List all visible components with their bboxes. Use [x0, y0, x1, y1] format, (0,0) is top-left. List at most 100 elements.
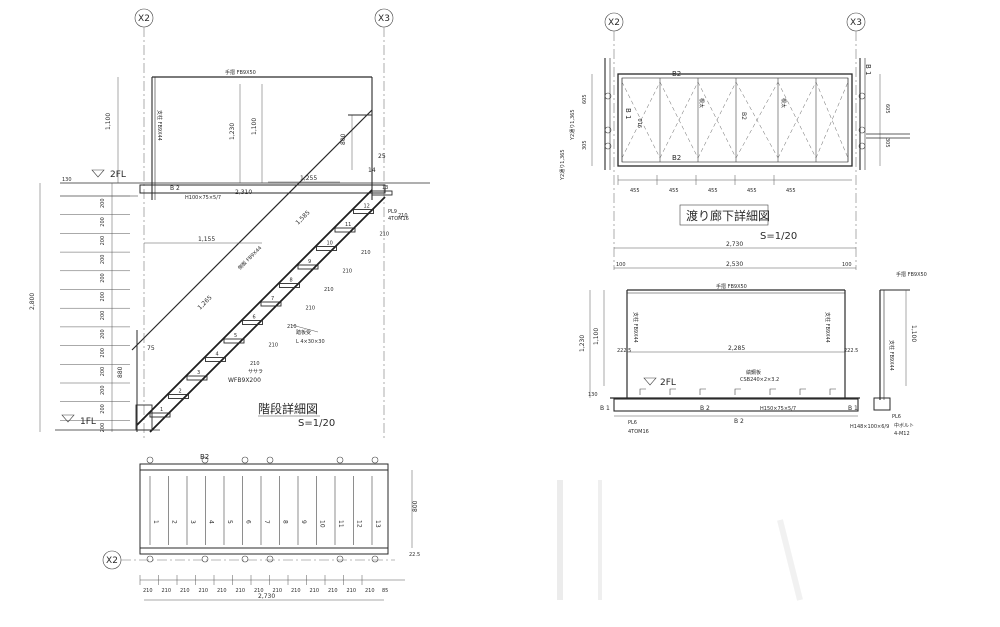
svg-text:2,800: 2,800: [29, 293, 36, 310]
svg-text:100: 100: [842, 262, 852, 268]
level-1fl-stair: 1FL: [61, 414, 96, 427]
svg-text:222.5: 222.5: [617, 348, 631, 354]
svg-text:X2: X2: [106, 556, 118, 566]
stair-plan-tread-dim: 210: [162, 588, 172, 594]
svg-text:4TOM16: 4TOM16: [628, 429, 649, 435]
svg-text:4-M12: 4-M12: [894, 431, 910, 437]
stair-plan-tread-dim: 210: [310, 588, 320, 594]
riser-dimension-text: 200: [100, 198, 106, 208]
stair-plate-label: PL9: [388, 209, 397, 215]
stair-tread-dim: 210: [287, 324, 297, 330]
stair-scale: S=1/20: [298, 418, 335, 429]
corridor-bay-dim: 455: [786, 188, 796, 194]
svg-text:75: 75: [147, 345, 155, 352]
stair-tread: [353, 209, 374, 214]
svg-text:B 1: B 1: [864, 64, 872, 75]
stair-tread: [205, 357, 226, 362]
stair-plan-clip: [371, 456, 379, 464]
grid-bubble-x2-plan: X2: [102, 550, 122, 570]
stair-step-number: 9: [308, 259, 311, 265]
grid-bubble-x3-corridor: X3: [846, 12, 866, 32]
svg-text:910: 910: [638, 118, 644, 128]
corridor-bay-group: [604, 78, 866, 162]
svg-text:CSB240×2×3.2: CSB240×2×3.2: [740, 377, 779, 383]
stair-plan-tread-dim: 210: [291, 588, 301, 594]
stair-tread: [223, 338, 245, 344]
stair-tread: [371, 190, 393, 196]
svg-text:支柱 FB9X44: 支柱 FB9X44: [632, 312, 639, 343]
svg-text:B 2: B 2: [700, 405, 710, 412]
stair-plan-step-number: 1: [152, 520, 159, 524]
stair-step-number: 3: [197, 370, 200, 376]
stair-step-number: 5: [234, 333, 237, 339]
stair-tread: [316, 246, 337, 251]
stair-tread: [334, 227, 356, 233]
stair-tread-dim: 210: [361, 250, 371, 256]
svg-text:B 1: B 1: [624, 108, 632, 119]
stair-plan-step-number: 12: [356, 520, 363, 528]
stair-step-number: 6: [253, 315, 256, 321]
stair-plan-step-number: 5: [226, 520, 233, 524]
corridor-detail-title: 渡り廊下詳細図: [686, 208, 770, 223]
svg-text:605: 605: [884, 104, 890, 114]
svg-text:2,285: 2,285: [728, 345, 745, 352]
stair-plan-clip: [266, 456, 274, 464]
stair-tread-dim: 210: [398, 213, 408, 219]
svg-text:305: 305: [884, 138, 890, 148]
corridor-plan-view: X2 X3 B2 B2 B 1 B 1 B2 根太 根太 605 305 Y2通…: [559, 12, 910, 270]
stair-plan-clip: [266, 555, 274, 563]
svg-text:1FL: 1FL: [80, 417, 96, 427]
corridor-deck-rib-group: [639, 388, 836, 395]
svg-text:2,530: 2,530: [726, 261, 743, 268]
stair-plan-total: 2,730: [258, 593, 275, 600]
deck-rib: [699, 388, 706, 395]
stair-step-number: 11: [345, 222, 351, 228]
svg-text:222.5: 222.5: [844, 348, 858, 354]
stair-tread: [149, 412, 171, 418]
stair-plan-end-dim: 85: [382, 588, 388, 594]
stair-plan-step-number: 3: [189, 520, 196, 524]
stair-tread: [279, 283, 300, 288]
riser-dimension-text: 200: [100, 292, 106, 302]
corridor-bolt: [858, 142, 866, 150]
corridor-bolt: [604, 92, 612, 100]
level-2fl-stair: 2FL: [91, 169, 126, 180]
stair-beam-b2: B 2: [170, 185, 180, 192]
svg-text:800: 800: [412, 500, 419, 512]
stair-plan-clip: [241, 555, 249, 563]
deck-rib: [734, 388, 741, 395]
corridor-bay-dim: 455: [708, 188, 718, 194]
svg-text:1,100: 1,100: [910, 325, 917, 342]
svg-text:22.5: 22.5: [409, 552, 420, 558]
stair-plan-step-number: 7: [263, 520, 270, 524]
stair-plan-step-number: 6: [245, 520, 252, 524]
nosing-label: ササラ: [248, 369, 263, 375]
stair-plan-clip: [201, 456, 209, 464]
svg-text:根太: 根太: [780, 98, 787, 108]
svg-text:X3: X3: [378, 14, 390, 24]
grid-bubble-x2-stair: X2: [134, 8, 154, 28]
svg-text:PL6: PL6: [628, 420, 637, 426]
deck-rib: [639, 388, 646, 395]
stair-plan-tread-dim: 210: [236, 588, 246, 594]
corridor-scale: S=1/20: [760, 231, 797, 242]
tread-angle-spec: L 4×30×30: [296, 339, 325, 345]
stair-plan-clip: [146, 456, 154, 464]
stair-plan-tread-dim: 210: [254, 588, 264, 594]
stair-plan-tread-dim: 210: [143, 588, 153, 594]
riser-dimension-text: 200: [100, 367, 106, 377]
svg-text:1,265: 1,265: [196, 294, 213, 311]
riser-dimension-text: 200: [100, 329, 106, 339]
deck-rib: [829, 388, 836, 395]
stair-plan-clip: [201, 555, 209, 563]
stair-plan-tread-dim: 210: [347, 588, 357, 594]
svg-text:1,100: 1,100: [105, 113, 112, 130]
stair-plan-tread-dim: 210: [365, 588, 375, 594]
svg-text:605: 605: [582, 94, 588, 104]
riser-dimension-text: 200: [100, 404, 106, 414]
deck-rib: [669, 388, 676, 395]
stair-plan-tread-dim: 210: [217, 588, 227, 594]
